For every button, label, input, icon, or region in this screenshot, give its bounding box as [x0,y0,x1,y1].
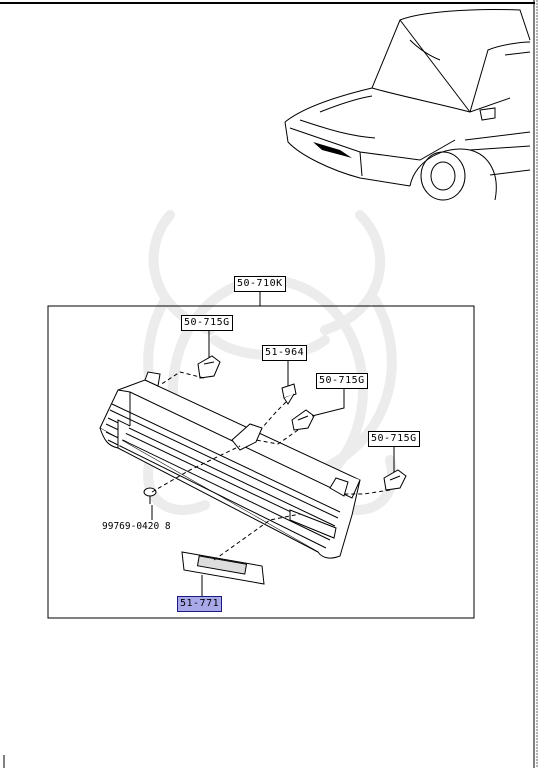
assembly-box [47,305,475,619]
clip-right-shape [383,469,407,491]
fastener-shape [281,383,297,405]
radiator-grille [99,371,361,559]
clip-middle-shape [291,409,315,431]
car-grille-highlight [313,142,352,158]
label-screw-99769[interactable]: 99769-0420 8 [102,521,171,532]
assembly-dashes [151,371,391,561]
label-clip-right-50-715g[interactable]: 50-715G [368,431,420,447]
car-illustration [284,8,531,201]
clip-top-left-shape [197,355,221,379]
label-emblem-51-771[interactable]: 51-771 [177,596,223,612]
label-clip-middle-50-715g[interactable]: 50-715G [316,373,368,389]
emblem-shape [181,551,265,585]
label-clip-top-left-50-715g[interactable]: 50-715G [181,315,233,331]
label-assembly-50-710k[interactable]: 50-710K [234,276,286,292]
screw-shape [143,487,157,504]
leader-lines [151,329,395,596]
label-fastener-51-964[interactable]: 51-964 [262,345,308,361]
